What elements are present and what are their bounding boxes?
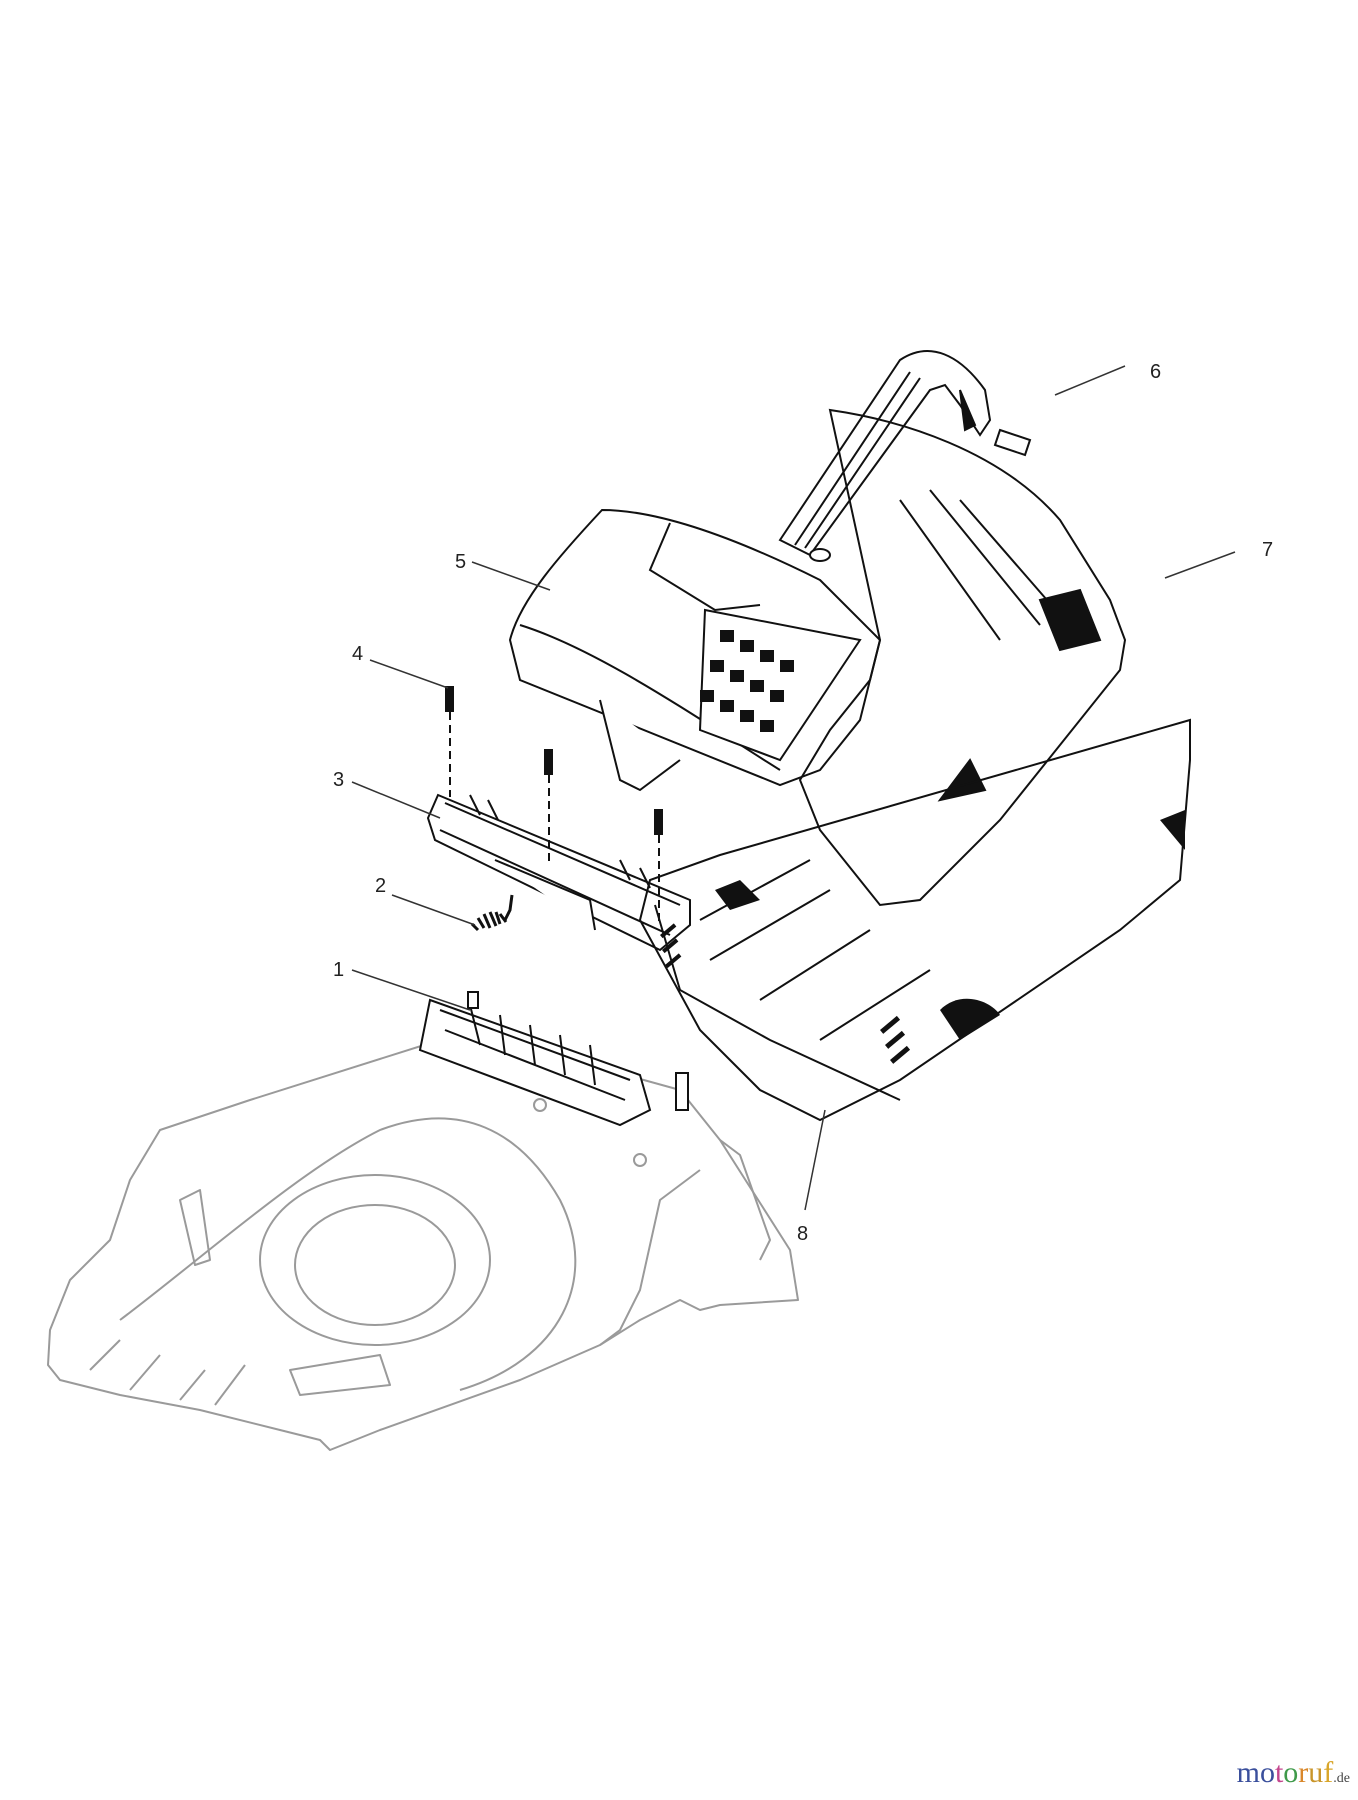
logo-letter: m xyxy=(1236,1756,1260,1789)
motoruf-watermark-logo: motoruf.de xyxy=(1237,1756,1350,1790)
callout-3: 3 xyxy=(333,769,344,791)
logo-letter: f xyxy=(1323,1756,1334,1789)
part-2-spring xyxy=(470,894,514,932)
callout-labels: 1 2 3 4 5 6 7 8 xyxy=(333,361,1273,1245)
logo-suffix: .de xyxy=(1333,1771,1350,1786)
callout-1: 1 xyxy=(333,959,344,981)
part-4-screws xyxy=(445,686,663,925)
part-5-lid xyxy=(508,508,882,792)
callout-4: 4 xyxy=(352,643,363,665)
logo-letter: r xyxy=(1298,1756,1309,1789)
logo-letter: o xyxy=(1283,1756,1299,1789)
part-6-handle xyxy=(778,350,992,562)
part-1-hinge-bracket xyxy=(418,991,689,1127)
logo-letter: u xyxy=(1308,1756,1324,1789)
logo-letter: t xyxy=(1274,1756,1284,1789)
callout-2: 2 xyxy=(375,875,386,897)
leader-lines xyxy=(351,365,1236,1211)
part-3-rear-flap xyxy=(426,793,691,952)
callout-7: 7 xyxy=(1262,539,1273,561)
part-8-bag-bottom xyxy=(638,718,1191,1122)
part-7-top-frame xyxy=(798,408,1127,907)
callout-6: 6 xyxy=(1150,361,1161,383)
mower-deck xyxy=(47,1031,799,1451)
callout-8: 8 xyxy=(797,1223,808,1245)
logo-letter: o xyxy=(1259,1756,1275,1789)
callout-5: 5 xyxy=(455,551,466,573)
